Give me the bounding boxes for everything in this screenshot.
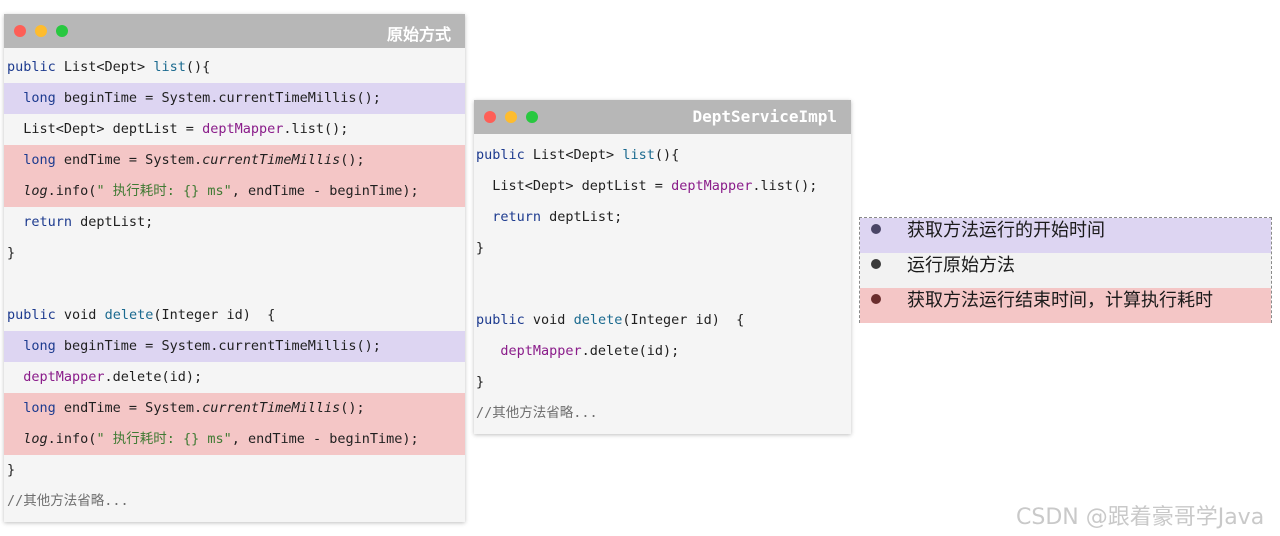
- legend-item-begin: 获取方法运行的开始时间: [860, 218, 1271, 253]
- close-icon[interactable]: [484, 111, 496, 123]
- code-line: List<Dept> deptList = deptMapper.list();: [7, 121, 349, 137]
- code-line-log: log.info(" 执行耗时: {} ms", endTime - begin…: [4, 424, 465, 455]
- code-line: List<Dept> deptList = deptMapper.list();: [476, 178, 818, 194]
- legend-label: 获取方法运行的开始时间: [907, 220, 1105, 241]
- code-line-log: log.info(" 执行耗时: {} ms", endTime - begin…: [4, 176, 465, 207]
- legend-label: 运行原始方法: [907, 255, 1015, 276]
- code-line: deptMapper.delete(id);: [23, 369, 203, 385]
- window-title: DeptServiceImpl: [692, 107, 838, 126]
- code-line: }: [476, 374, 485, 390]
- code-line: public void delete(Integer id) {: [476, 312, 745, 328]
- code-line: }: [7, 462, 16, 478]
- legend-label: 获取方法运行结束时间，计算执行耗时: [907, 290, 1213, 311]
- code-line: }: [476, 240, 485, 256]
- code-line: public List<Dept> list(){: [7, 59, 211, 75]
- code-comment: //其他方法省略...: [7, 493, 129, 509]
- code-line: return deptList;: [476, 209, 623, 225]
- bullet-icon: [871, 294, 881, 304]
- code-line-end-time: long endTime = System.currentTimeMillis(…: [4, 145, 465, 176]
- code-line: }: [7, 245, 16, 261]
- original-code-window: 原始方式 public List<Dept> list(){ long begi…: [4, 14, 465, 522]
- minimize-icon[interactable]: [505, 111, 517, 123]
- code-comment: //其他方法省略...: [476, 405, 598, 421]
- minimize-icon[interactable]: [35, 25, 47, 37]
- code-line: public List<Dept> list(){: [476, 147, 680, 163]
- code-line: deptMapper.delete(id);: [500, 343, 680, 359]
- watermark: CSDN @跟着豪哥学Java: [1016, 505, 1265, 530]
- maximize-icon[interactable]: [526, 111, 538, 123]
- code-line: public void delete(Integer id) {: [7, 307, 276, 323]
- bullet-icon: [871, 224, 881, 234]
- original-window-titlebar: 原始方式: [4, 14, 465, 48]
- code-line-end-time: long endTime = System.currentTimeMillis(…: [4, 393, 465, 424]
- legend: 获取方法运行的开始时间 运行原始方法 获取方法运行结束时间，计算执行耗时: [859, 217, 1272, 323]
- code-line: return deptList;: [7, 214, 154, 230]
- maximize-icon[interactable]: [56, 25, 68, 37]
- code-line-begin-time: long beginTime = System.currentTimeMilli…: [4, 331, 465, 362]
- bullet-icon: [871, 259, 881, 269]
- close-icon[interactable]: [14, 25, 26, 37]
- code-line-begin-time: long beginTime = System.currentTimeMilli…: [4, 83, 465, 114]
- impl-window-titlebar: DeptServiceImpl: [474, 100, 851, 134]
- window-title: 原始方式: [386, 25, 451, 44]
- legend-item-run: 运行原始方法: [860, 253, 1271, 288]
- impl-code-window: DeptServiceImpl public List<Dept> list()…: [474, 100, 851, 434]
- legend-item-end: 获取方法运行结束时间，计算执行耗时: [860, 288, 1271, 323]
